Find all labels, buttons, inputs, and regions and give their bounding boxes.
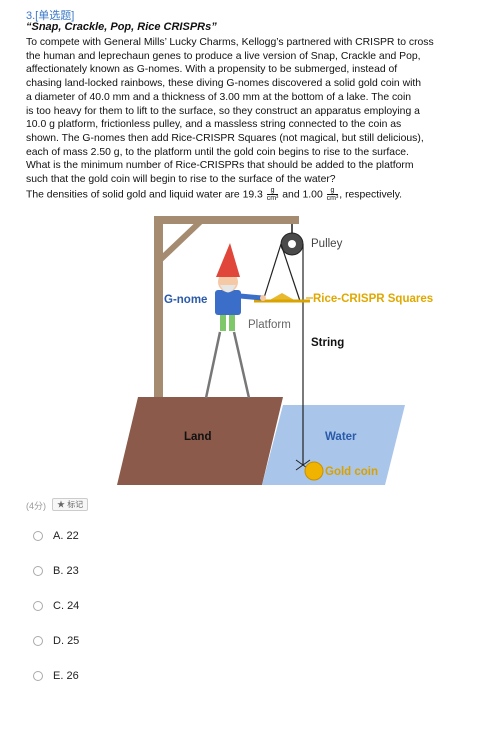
platform-label: Platform: [248, 319, 291, 331]
option-value: 26: [66, 670, 79, 682]
land-block: [117, 397, 283, 485]
density-mid: and 1.00: [282, 188, 323, 200]
score-label: (4分): [26, 501, 46, 511]
question-line: chasing land-locked rainbows, these divi…: [26, 78, 422, 90]
gnome-label: G-nome: [164, 294, 207, 306]
question-line: 10.0 g platform, frictionless pulley, an…: [26, 119, 402, 131]
gold-coin-icon: [304, 461, 324, 481]
squares-icon: [268, 293, 296, 301]
option-letter: D.: [53, 635, 64, 647]
question-title: “Snap, Crackle, Pop, Rice CRISPRs”: [26, 21, 217, 33]
option-letter: C.: [53, 600, 64, 612]
radio-icon[interactable]: [33, 531, 43, 541]
question-line: affectionately known as G-nomes. With a …: [26, 64, 398, 76]
land-label: Land: [184, 431, 211, 443]
platform-string-right: [280, 243, 301, 302]
option-a[interactable]: A. 22: [33, 530, 79, 542]
radio-icon[interactable]: [33, 601, 43, 611]
density-suffix: , respectively.: [339, 188, 403, 200]
mark-button[interactable]: ★ 标记: [52, 498, 89, 511]
water-block: [262, 405, 405, 485]
question-line: What is the minimum number of Rice-CRISP…: [26, 160, 414, 172]
coin-label: Gold coin: [325, 466, 378, 478]
question-line: To compete with General Mills’ Lucky Cha…: [26, 37, 434, 48]
gallows-beam: [154, 216, 299, 224]
apparatus-figure: Pulley G-nome Rice-CRISPR Squares Platfo…: [117, 216, 433, 485]
question-line: each of mass 2.50 g, to the platform unt…: [26, 146, 409, 158]
platform-string-left: [262, 243, 282, 302]
pulley-label: Pulley: [311, 238, 343, 250]
gallows-brace: [157, 219, 203, 263]
option-letter: B.: [53, 565, 64, 577]
question-line: such that the gold coin will begin to ri…: [26, 174, 336, 186]
question-body: To compete with General Mills’ Lucky Cha…: [26, 36, 456, 202]
gnome-hat-icon: [216, 243, 240, 277]
gallows-post: [154, 217, 163, 397]
question-line: a diameter of 40.0 mm and a thickness of…: [26, 91, 412, 103]
water-label: Water: [325, 431, 357, 443]
string-label: String: [311, 337, 344, 349]
gnome-stilt-left: [204, 331, 222, 399]
radio-icon[interactable]: [33, 566, 43, 576]
option-d[interactable]: D. 25: [33, 635, 79, 647]
option-letter: E.: [53, 670, 64, 682]
radio-icon[interactable]: [33, 636, 43, 646]
option-value: 23: [66, 565, 79, 577]
option-c[interactable]: C. 24: [33, 600, 79, 612]
option-b[interactable]: B. 23: [33, 565, 79, 577]
option-value: 24: [67, 600, 80, 612]
question-line: shown. The G-nomes then add Rice-CRISPR …: [26, 132, 424, 144]
squares-label: Rice-CRISPR Squares: [313, 293, 433, 305]
radio-icon[interactable]: [33, 671, 43, 681]
option-letter: A.: [53, 530, 64, 542]
density-prefix: The densities of solid gold and liquid w…: [26, 188, 263, 200]
option-e[interactable]: E. 26: [33, 670, 79, 682]
option-value: 22: [66, 530, 79, 542]
density-line: The densities of solid gold and liquid w…: [26, 187, 456, 202]
question-line: is too heavy for them to lift to the sur…: [26, 105, 420, 117]
question-line: the human and leprechaun genes to produc…: [26, 50, 421, 62]
option-value: 25: [67, 635, 80, 647]
gnome-stilt-right: [232, 331, 251, 399]
gnome-body: [215, 290, 241, 315]
question-number-tag: 3.[单选题]: [26, 10, 75, 22]
